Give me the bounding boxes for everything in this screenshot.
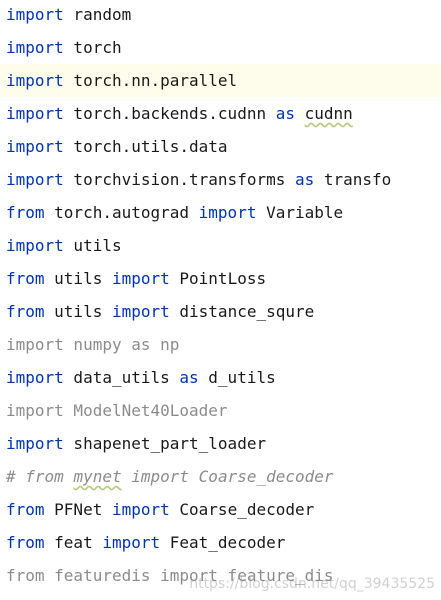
code-token: torch: [63, 38, 122, 57]
code-token: torch.autograd: [44, 203, 199, 222]
code-token: d_utils: [198, 368, 276, 387]
code-token: utils: [44, 269, 112, 288]
code-line[interactable]: from PFNet import Coarse_decoder: [0, 493, 441, 526]
keyword-token: import: [111, 269, 170, 288]
code-token: torch.nn.parallel: [63, 71, 238, 90]
code-line[interactable]: import torch.nn.parallel: [0, 64, 441, 97]
code-token: utils: [63, 236, 122, 255]
code-token: torch.utils.data: [63, 137, 228, 156]
code-line[interactable]: import torch.backends.cudnn as cudnn: [0, 97, 441, 130]
code-token: feat: [44, 533, 103, 552]
code-line[interactable]: import numpy as np: [0, 328, 441, 361]
keyword-token: import: [6, 368, 64, 387]
keyword-token: import: [6, 137, 64, 156]
code-token: Coarse_decoder: [169, 500, 315, 519]
code-token: from featuredis import feature_dis: [6, 566, 334, 585]
keyword-token: import: [111, 302, 170, 321]
code-line[interactable]: import random: [0, 0, 441, 31]
watermark: https://blog.csdn.net/qq_39435525: [189, 576, 435, 592]
code-line[interactable]: import torch: [0, 31, 441, 64]
code-line[interactable]: from featuredis import feature_dis: [0, 559, 441, 592]
code-line[interactable]: import shapenet_part_loader: [0, 427, 441, 460]
code-token: import ModelNet40Loader: [6, 401, 228, 420]
code-token: Feat_decoder: [160, 533, 286, 552]
keyword-token: import: [6, 434, 64, 453]
code-token: transfo: [314, 170, 392, 189]
code-token: random: [63, 5, 132, 24]
keyword-token: import: [6, 104, 64, 123]
comment-token: # from: [6, 467, 74, 486]
keyword-token: from: [6, 533, 45, 552]
code-token: utils: [44, 302, 112, 321]
keyword-token: from: [6, 269, 45, 288]
keyword-token: as: [294, 170, 315, 189]
keyword-token: from: [6, 302, 45, 321]
code-token: [295, 104, 305, 123]
code-line[interactable]: from feat import Feat_decoder: [0, 526, 441, 559]
code-token: import numpy as np: [6, 335, 180, 354]
code-token: Variable: [256, 203, 344, 222]
code-token: torch.backends.cudnn: [63, 104, 276, 123]
keyword-token: from: [6, 500, 45, 519]
keyword-token: import: [6, 71, 64, 90]
code-line[interactable]: from torch.autograd import Variable: [0, 196, 441, 229]
keyword-token: as: [179, 368, 199, 387]
code-line[interactable]: import ModelNet40Loader: [0, 394, 441, 427]
keyword-token: import: [6, 5, 64, 24]
keyword-token: import: [6, 236, 64, 255]
comment-token: import Coarse_decoder: [121, 467, 334, 486]
keyword-token: from: [6, 203, 45, 222]
code-token: PFNet: [44, 500, 112, 519]
code-token: torchvision.transforms: [63, 170, 295, 189]
code-line[interactable]: # from mynet import Coarse_decoder: [0, 460, 441, 493]
comment-token: mynet: [73, 467, 122, 486]
code-line[interactable]: import torch.utils.data: [0, 130, 441, 163]
code-token: cudnn: [304, 104, 353, 123]
keyword-token: import: [111, 500, 170, 519]
code-token: PointLoss: [169, 269, 267, 288]
keyword-token: as: [275, 104, 295, 123]
code-line[interactable]: import utils: [0, 229, 441, 262]
keyword-token: import: [6, 38, 64, 57]
code-token: distance_squre: [169, 302, 315, 321]
code-line[interactable]: from utils import PointLoss: [0, 262, 441, 295]
code-line[interactable]: import torchvision.transforms as transfo: [0, 163, 441, 196]
keyword-token: import: [102, 533, 161, 552]
code-line[interactable]: from utils import distance_squre: [0, 295, 441, 328]
code-token: data_utils: [63, 368, 180, 387]
keyword-token: import: [198, 203, 257, 222]
keyword-token: import: [6, 170, 64, 189]
code-line[interactable]: import data_utils as d_utils: [0, 361, 441, 394]
code-token: shapenet_part_loader: [63, 434, 267, 453]
